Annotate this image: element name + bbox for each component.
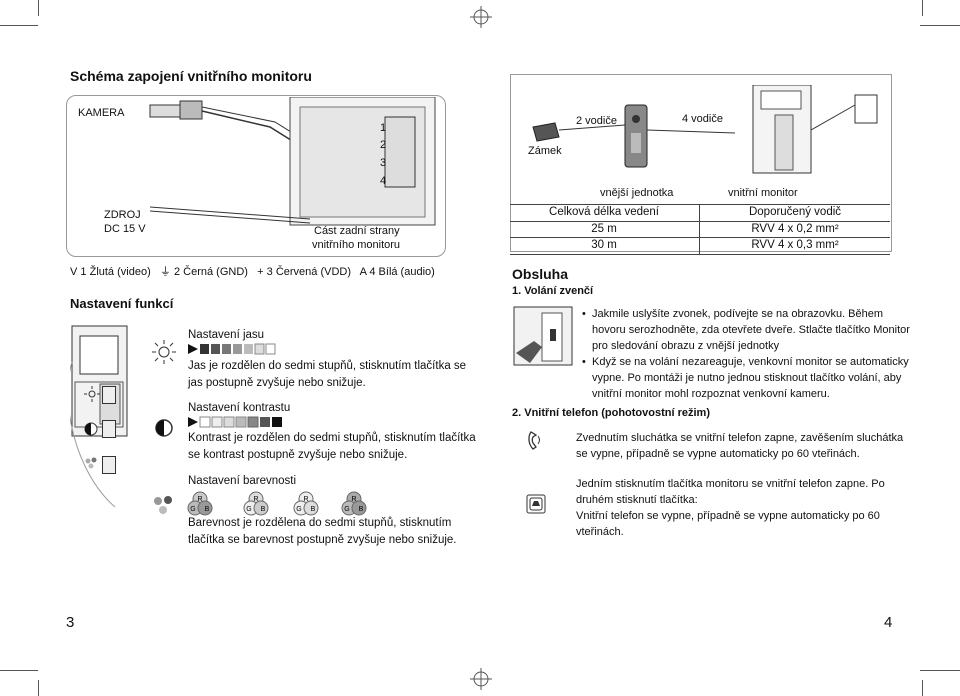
contrast-scale xyxy=(188,416,282,428)
color-button[interactable] xyxy=(102,456,116,474)
legend-label: Bílá (audio) xyxy=(378,266,435,278)
table-header: Celková délka vedení xyxy=(549,206,659,218)
crop-mark xyxy=(38,0,39,16)
power-label: ZDROJ xyxy=(104,209,141,221)
color-text: tlačítka se barevnost postupně zvyšuje n… xyxy=(188,534,457,546)
intercom-text-2: Jedním stisknutím tlačítka monitoru se v… xyxy=(576,478,885,538)
brightness-button[interactable] xyxy=(102,386,116,404)
four-wires-label: 4 vodiče xyxy=(682,113,723,125)
terminal-number: 1 xyxy=(380,122,387,134)
contrast-heading: Nastavení kontrastu xyxy=(188,402,291,414)
table-header: Doporučený vodič xyxy=(748,206,842,218)
svg-text:R: R xyxy=(197,496,202,503)
crop-mark xyxy=(0,670,38,671)
table-row: 25 m RVV 4 x 0,2 mm² xyxy=(510,221,890,238)
crop-mark xyxy=(0,25,38,26)
handset-icon xyxy=(528,431,540,450)
color-large-icon xyxy=(154,496,172,514)
audio-symbol-icon: A xyxy=(359,266,367,278)
outdoor-unit-label: vnější jednotka xyxy=(600,187,674,199)
svg-text:G: G xyxy=(344,506,349,513)
power-label: DC 15 V xyxy=(104,223,146,235)
color-small-icon xyxy=(85,457,97,469)
operation-title: Obsluha xyxy=(512,266,569,282)
svg-text:R: R xyxy=(253,496,258,503)
table-cell: RVV 4 x 0,2 mm² xyxy=(751,223,839,235)
outdoor-call-text: Jakmile uslyšíte zvonek, podívejte se na… xyxy=(582,306,910,402)
crop-mark xyxy=(920,670,960,671)
page-number: 4 xyxy=(884,614,893,631)
registration-mark xyxy=(470,6,492,28)
brightness-text: Jas je rozdělen do sedmi stupňů, stisknu… xyxy=(188,360,467,372)
two-wires-label: 2 vodiče xyxy=(576,115,617,127)
brightness-heading: Nastavení jasu xyxy=(188,329,265,341)
connection-diagram xyxy=(510,74,892,252)
color-heading: Nastavení barevnosti xyxy=(188,475,297,487)
svg-text:B: B xyxy=(205,506,210,513)
intercom-text-1: Zvednutím sluchátka se vnitřní telefon z… xyxy=(576,432,904,460)
cable-table: Celková délka vedení Doporučený vodič 25… xyxy=(510,204,890,255)
contrast-large-icon xyxy=(155,419,173,437)
crop-mark xyxy=(38,680,39,696)
back-label: Část zadní strany xyxy=(314,225,400,237)
crop-mark xyxy=(922,680,923,696)
svg-text:R: R xyxy=(351,496,356,503)
svg-text:G: G xyxy=(296,506,301,513)
wire-legend: V 1 Žlutá (video) ⏚ 2 Černá (GND) + 3 Če… xyxy=(70,266,435,278)
svg-text:B: B xyxy=(261,506,266,513)
legend-label: Žlutá (video) xyxy=(89,266,151,278)
page-number: 3 xyxy=(66,614,75,631)
legend-label: Červená (VDD) xyxy=(275,266,351,278)
ground-symbol-icon: ⏚ xyxy=(159,266,171,278)
indoor-monitor-label: vnitřní monitor xyxy=(728,187,798,199)
svg-text:B: B xyxy=(311,506,316,513)
camera-label: KAMERA xyxy=(78,107,125,119)
page-title: Schéma zapojení vnitřního monitoru xyxy=(70,68,312,84)
connection-illustration xyxy=(532,85,878,174)
monitor-press-illustration xyxy=(513,306,573,366)
section-title: Nastavení funkcí xyxy=(70,296,174,311)
back-label: vnitřního monitoru xyxy=(312,239,401,251)
monitor-button-icon xyxy=(526,494,546,514)
table-row: 30 m RVV 4 x 0,3 mm² xyxy=(510,237,890,255)
contrast-text: Kontrast je rozdělen do sedmi stupňů, st… xyxy=(188,432,476,444)
brightness-text: jas postupně zvyšuje nebo snižuje. xyxy=(188,377,366,389)
outdoor-call-heading: 1. Volání zvenčí xyxy=(512,285,594,297)
svg-text:G: G xyxy=(190,506,195,513)
color-text: Barevnost je rozdělena do sedmi stupňů, … xyxy=(188,517,452,529)
plus-symbol-icon: + xyxy=(257,266,264,278)
contrast-button[interactable] xyxy=(102,420,116,438)
intercom-heading: 2. Vnitřní telefon (pohotovostní režim) xyxy=(512,407,710,419)
contrast-small-icon xyxy=(84,422,98,436)
table-header-row: Celková délka vedení Doporučený vodič xyxy=(510,204,890,221)
svg-text:G: G xyxy=(246,506,251,513)
wiring-diagram xyxy=(66,95,446,257)
video-symbol-icon: V xyxy=(70,266,78,278)
registration-mark xyxy=(470,668,492,690)
terminal-number: 2 xyxy=(380,139,387,151)
table-cell: 30 m xyxy=(591,239,617,251)
svg-text:R: R xyxy=(303,496,308,503)
crop-mark xyxy=(920,25,960,26)
sun-small-icon xyxy=(84,386,100,402)
table-divider xyxy=(699,204,700,254)
terminal-number: 3 xyxy=(380,157,387,169)
crop-mark xyxy=(922,0,923,16)
svg-text:B: B xyxy=(359,506,364,513)
wiring-illustration xyxy=(149,97,436,226)
terminal-number: 4 xyxy=(380,175,387,187)
table-cell: 25 m xyxy=(591,223,617,235)
brightness-scale xyxy=(188,343,276,355)
monitor-illustration xyxy=(70,325,128,508)
lock-label: Zámek xyxy=(528,145,562,157)
legend-label: Černá (GND) xyxy=(183,266,248,278)
contrast-text: se kontrast postupně zvyšuje nebo snižuj… xyxy=(188,449,408,461)
table-cell: RVV 4 x 0,3 mm² xyxy=(751,239,839,251)
sun-large-icon xyxy=(152,340,176,364)
